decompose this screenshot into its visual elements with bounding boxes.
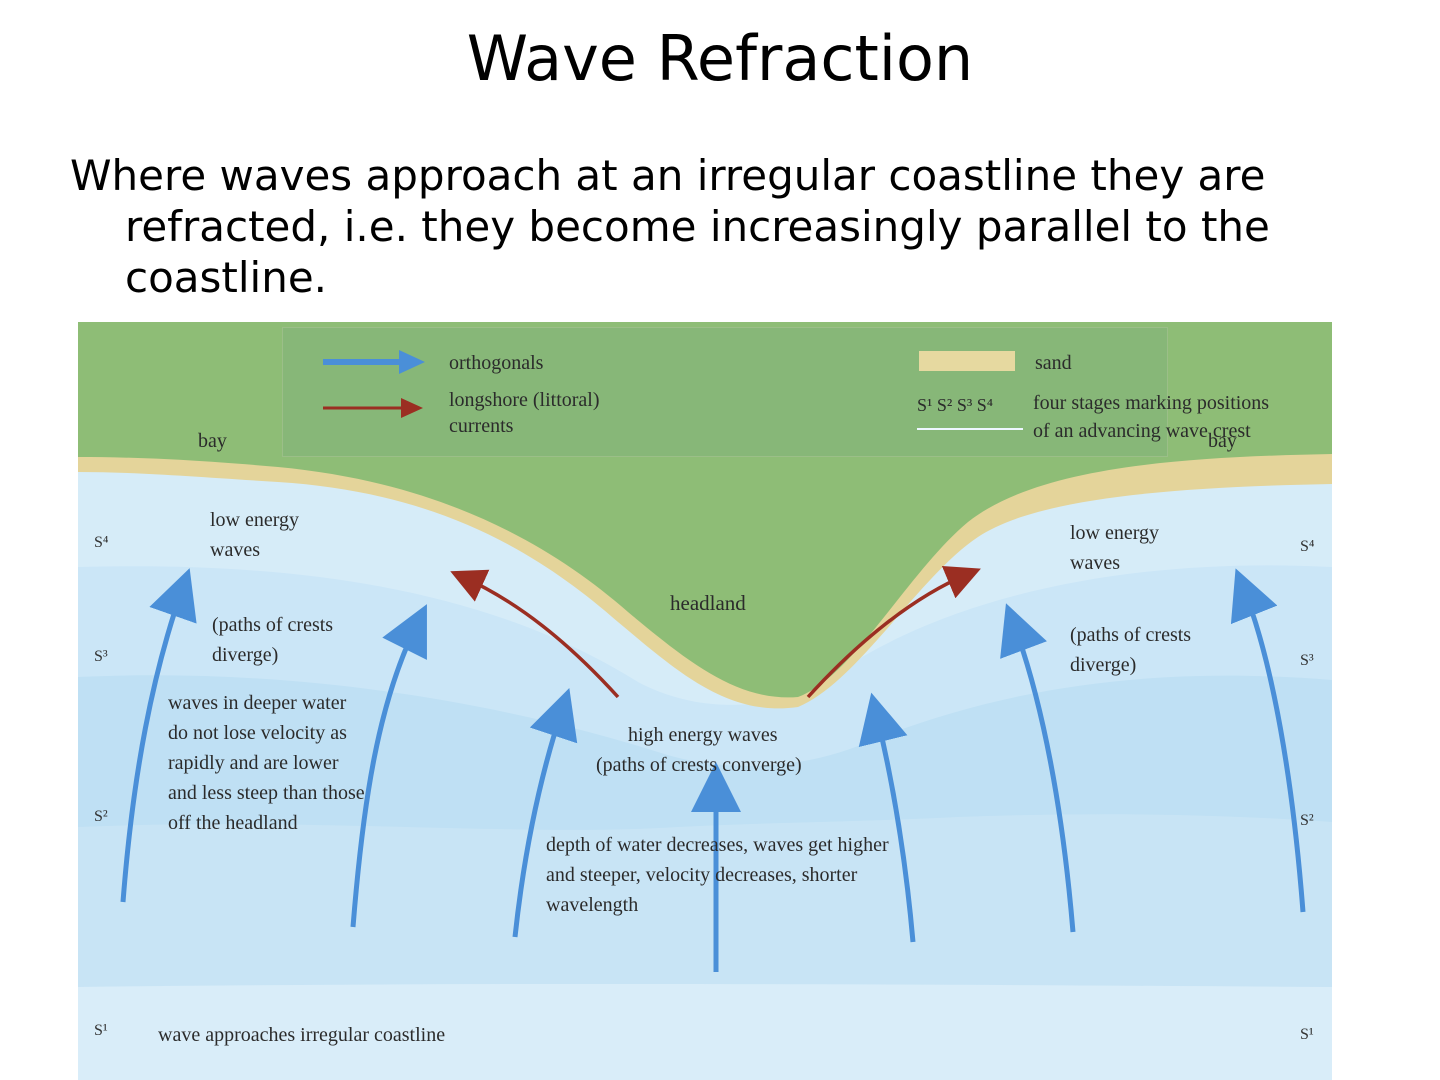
legend-sand-label: sand — [1035, 352, 1072, 374]
intro-text: Where waves approach at an irregular coa… — [70, 151, 1270, 302]
legend-stages-line2: of an advancing wave crest — [1033, 420, 1251, 442]
legend-longshore-arrow — [323, 398, 423, 418]
high-energy-line2: (paths of crests converge) — [596, 754, 802, 776]
longshore-arrow-left — [450, 569, 620, 699]
approach-label: wave approaches irregular coastline — [158, 1024, 446, 1046]
deeper-water-label: waves in deeper water do not lose veloci… — [168, 692, 365, 834]
stage-right-s1: S¹ — [1300, 1026, 1314, 1043]
legend-orthogonal-arrow — [323, 350, 425, 374]
paths-diverge-right: (paths of crests diverge) — [1070, 624, 1192, 676]
orthogonal-arrow-2 — [350, 604, 427, 928]
stage-right-s4: S⁴ — [1300, 538, 1315, 555]
paths-diverge-left: (paths of crests diverge) — [212, 614, 334, 666]
water-band-s1 — [78, 983, 1332, 1080]
slide-title: Wave Refraction — [466, 22, 974, 95]
depth-label: depth of water decreases, waves get high… — [546, 834, 889, 916]
low-energy-left: low energy waves — [210, 509, 300, 561]
legend-stage-symbols: S¹ S² S³ S⁴ — [917, 395, 994, 415]
longshore-arrow-right — [806, 565, 981, 699]
bay-label-left: bay — [198, 430, 227, 452]
high-energy-line1: high energy waves — [628, 724, 778, 746]
orthogonal-arrow-1 — [120, 568, 197, 903]
stage-left-s4: S⁴ — [94, 534, 109, 551]
legend-currents-label: currents — [449, 415, 514, 437]
legend-orthogonals-label: orthogonals — [449, 352, 544, 374]
stage-right-s2: S² — [1300, 812, 1314, 829]
legend-stages-line1: four stages marking positions — [1033, 392, 1270, 414]
headland-label: headland — [670, 591, 746, 615]
orthogonal-arrow-3 — [512, 688, 578, 938]
wave-refraction-diagram: orthogonals longshore (littoral) current… — [78, 322, 1332, 1080]
legend-sand-swatch — [919, 351, 1015, 371]
stage-left-s2: S² — [94, 808, 108, 825]
stage-left-s1: S¹ — [94, 1022, 108, 1039]
orthogonal-arrow-6 — [1000, 603, 1076, 933]
bay-label-right: bay — [1208, 430, 1237, 452]
stage-right-s3: S³ — [1300, 652, 1314, 669]
legend-crest-line — [917, 428, 1023, 430]
orthogonal-arrow-5 — [858, 692, 916, 943]
low-energy-right: low energy waves — [1070, 522, 1160, 574]
stage-left-s3: S³ — [94, 648, 108, 665]
legend: orthogonals longshore (littoral) current… — [282, 327, 1269, 457]
legend-longshore-label: longshore (littoral) — [449, 389, 600, 411]
orthogonal-arrow-7 — [1230, 568, 1306, 913]
